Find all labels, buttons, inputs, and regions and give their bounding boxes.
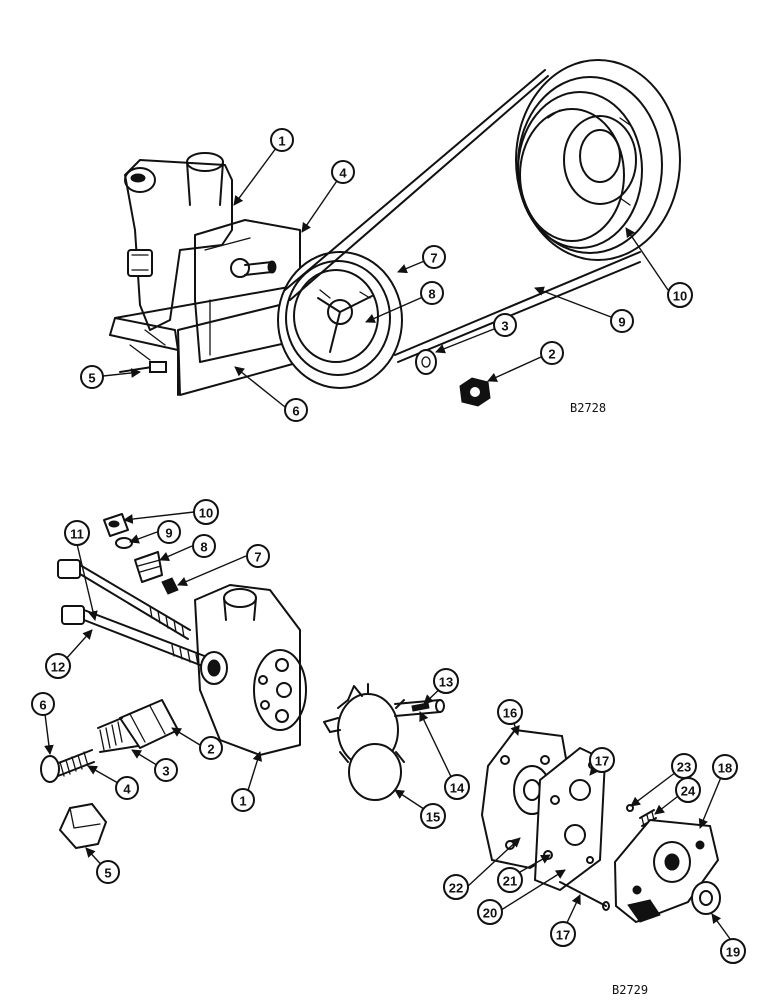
callout-top-6: 6 <box>284 398 308 422</box>
callout-bottom-20: 20 <box>477 899 503 925</box>
callout-bottom-22: 22 <box>443 874 469 900</box>
figure-code-top: B2728 <box>570 401 606 415</box>
callout-top-8: 8 <box>420 281 444 305</box>
callout-bottom-18: 18 <box>712 754 738 780</box>
callout-bottom-2: 2 <box>199 736 223 760</box>
svg-text:23: 23 <box>677 760 691 775</box>
svg-text:24: 24 <box>681 784 696 799</box>
callout-bottom-23: 23 <box>671 753 697 779</box>
callout-bottom-1: 1 <box>231 788 255 812</box>
svg-text:10: 10 <box>673 289 687 304</box>
callout-bottom-19: 19 <box>720 938 746 964</box>
pump-belt-assembly-illustration <box>109 59 681 407</box>
svg-text:2: 2 <box>548 347 555 362</box>
callout-top-9: 9 <box>610 309 634 333</box>
bottom-leader-lines <box>43 511 734 944</box>
svg-text:8: 8 <box>428 287 435 302</box>
callout-top-1: 1 <box>270 128 294 152</box>
svg-text:8: 8 <box>200 540 207 555</box>
svg-text:16: 16 <box>503 706 517 721</box>
svg-text:11: 11 <box>70 527 84 542</box>
callout-bottom-14: 14 <box>444 774 470 800</box>
callout-top-4: 4 <box>331 160 355 184</box>
callout-top-7: 7 <box>422 245 446 269</box>
svg-text:19: 19 <box>726 945 740 960</box>
svg-text:6: 6 <box>292 404 299 419</box>
callout-top-2: 2 <box>540 341 564 365</box>
top-leader-lines <box>102 139 669 408</box>
svg-text:17: 17 <box>556 928 570 943</box>
svg-text:5: 5 <box>88 371 95 386</box>
callout-top-3: 3 <box>493 313 517 337</box>
callout-bottom-9: 9 <box>157 520 181 544</box>
svg-text:7: 7 <box>430 251 437 266</box>
callout-bottom-11: 11 <box>64 520 90 546</box>
callout-bottom-6: 6 <box>31 692 55 716</box>
callout-top-10: 10 <box>667 282 693 308</box>
svg-text:18: 18 <box>718 761 732 776</box>
svg-text:5: 5 <box>104 866 111 881</box>
svg-text:17: 17 <box>595 754 609 769</box>
callout-bottom-8: 8 <box>192 534 216 558</box>
callout-bottom-15: 15 <box>420 803 446 829</box>
svg-text:13: 13 <box>439 675 453 690</box>
callout-bottom-17-top: 17 <box>589 747 615 773</box>
svg-text:3: 3 <box>162 764 169 779</box>
callout-bottom-16: 16 <box>497 699 523 725</box>
svg-text:1: 1 <box>239 794 246 809</box>
callout-bottom-10: 10 <box>193 499 219 525</box>
svg-text:4: 4 <box>123 782 131 797</box>
svg-text:9: 9 <box>618 315 625 330</box>
callout-bottom-4: 4 <box>115 776 139 800</box>
svg-text:1: 1 <box>278 134 285 149</box>
svg-text:2: 2 <box>207 742 214 757</box>
callout-bottom-3: 3 <box>154 758 178 782</box>
figure-code-bottom: B2729 <box>612 983 648 997</box>
exploded-pump-illustration <box>40 513 721 924</box>
callout-bottom-17-bottom: 17 <box>550 921 576 947</box>
svg-text:22: 22 <box>449 881 463 896</box>
callout-bottom-13: 13 <box>433 668 459 694</box>
svg-text:10: 10 <box>199 506 213 521</box>
svg-text:3: 3 <box>501 319 508 334</box>
svg-text:14: 14 <box>450 781 465 796</box>
svg-text:4: 4 <box>339 166 347 181</box>
callout-bottom-7: 7 <box>246 544 270 568</box>
callout-bottom-21: 21 <box>497 867 523 893</box>
svg-text:20: 20 <box>483 906 497 921</box>
callout-top-5: 5 <box>80 365 104 389</box>
svg-text:12: 12 <box>51 660 65 675</box>
svg-text:7: 7 <box>254 550 261 565</box>
svg-text:6: 6 <box>39 698 46 713</box>
callout-bottom-12: 12 <box>45 653 71 679</box>
callout-bottom-5: 5 <box>96 860 120 884</box>
svg-text:21: 21 <box>503 874 517 889</box>
svg-text:9: 9 <box>165 526 172 541</box>
callout-bottom-24: 24 <box>675 777 701 803</box>
svg-text:15: 15 <box>426 810 440 825</box>
